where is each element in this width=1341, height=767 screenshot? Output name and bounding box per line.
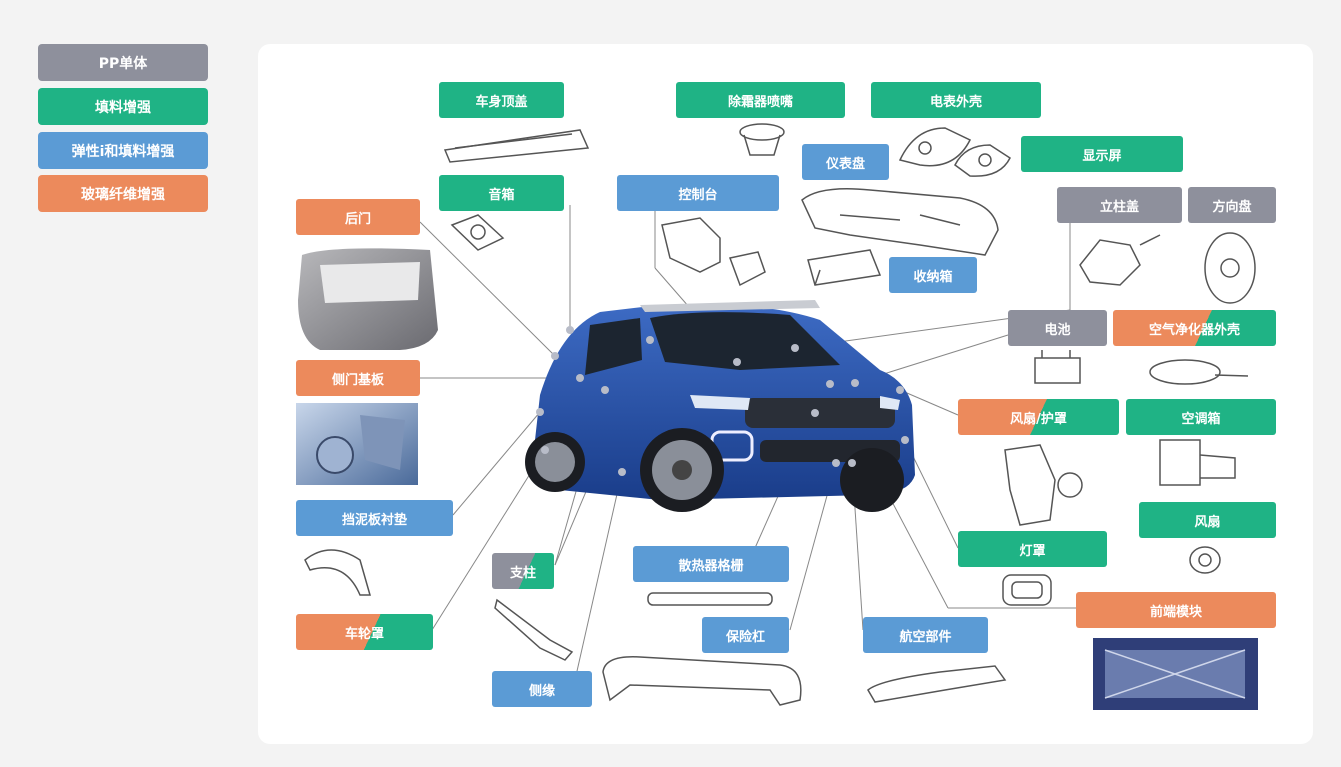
label-fan: 风扇 <box>1139 502 1276 538</box>
label-front-module: 前端模块 <box>1076 592 1276 628</box>
label-text: 电表外壳 <box>929 94 982 110</box>
label-ac-box: 空调箱 <box>1126 399 1276 435</box>
label-fan-shroud: 风扇/护罩 <box>958 399 1119 435</box>
label-aero: 航空部件 <box>863 617 988 653</box>
label-text: 保险杠 <box>725 629 765 645</box>
label-text: 空调箱 <box>1181 411 1221 427</box>
label-text: 仪表盘 <box>825 156 865 172</box>
label-storage: 收纳箱 <box>889 257 977 293</box>
label-text: 空气净化器外壳 <box>1148 322 1240 338</box>
label-text: 显示屏 <box>1082 148 1122 164</box>
label-text: 音箱 <box>488 187 515 203</box>
label-roof: 车身顶盖 <box>439 82 564 118</box>
legend-elastic: 弹性i和填料增强 <box>38 132 208 169</box>
legend-filler: 填料增强 <box>38 88 208 125</box>
label-text: 前端模块 <box>1149 604 1202 620</box>
label-pillar: 支柱 <box>492 553 554 589</box>
rear-door-photo <box>298 248 438 350</box>
label-pillar-cover: 立柱盖 <box>1057 187 1182 223</box>
label-mudguard: 挡泥板衬垫 <box>296 500 453 536</box>
label-lamp: 灯罩 <box>958 531 1107 567</box>
label-text: 风扇 <box>1194 514 1221 530</box>
legend-label: PP单体 <box>98 55 148 72</box>
label-rear-door: 后门 <box>296 199 420 235</box>
label-text: 风扇/护罩 <box>1010 411 1067 427</box>
label-text: 航空部件 <box>899 629 952 645</box>
label-text: 电池 <box>1044 322 1071 338</box>
legend-label: 弹性i和填料增强 <box>71 143 175 160</box>
label-steering: 方向盘 <box>1188 187 1276 223</box>
legend-label: 玻璃纤维增强 <box>81 186 165 203</box>
legend-pp: PP单体 <box>38 44 208 81</box>
label-speaker: 音箱 <box>439 175 564 211</box>
side-door-photo <box>296 403 418 485</box>
part-sketches <box>304 123 1256 706</box>
label-text: 灯罩 <box>1019 543 1046 559</box>
label-radiator-grille: 散热器格栅 <box>633 546 789 582</box>
label-text: 车身顶盖 <box>475 94 528 110</box>
label-text: 挡泥板衬垫 <box>341 512 407 528</box>
label-text: 后门 <box>344 211 371 227</box>
label-air-purifier: 空气净化器外壳 <box>1113 310 1276 346</box>
label-bumper: 保险杠 <box>702 617 789 653</box>
label-text: 方向盘 <box>1212 199 1252 215</box>
label-text: 收纳箱 <box>913 269 953 285</box>
label-defrost: 除霜器喷嘴 <box>676 82 845 118</box>
label-text: 立柱盖 <box>1099 199 1139 215</box>
label-text: 除霜器喷嘴 <box>727 94 793 110</box>
label-battery: 电池 <box>1008 310 1107 346</box>
label-side-trim: 侧缘 <box>492 671 592 707</box>
label-meter-housing: 电表外壳 <box>871 82 1041 118</box>
label-wheel-cover: 车轮罩 <box>296 614 433 650</box>
label-text: 控制台 <box>678 187 718 203</box>
legend-glass: 玻璃纤维增强 <box>38 175 208 212</box>
label-text: 车轮罩 <box>344 626 384 642</box>
car-illustration <box>525 300 915 512</box>
label-text: 支柱 <box>509 565 536 581</box>
label-dashboard: 仪表盘 <box>802 144 889 180</box>
label-display: 显示屏 <box>1021 136 1183 172</box>
label-text: 侧缘 <box>528 683 555 699</box>
label-side-door: 侧门基板 <box>296 360 420 396</box>
legend-label: 填料增强 <box>95 99 151 116</box>
label-text: 侧门基板 <box>331 372 384 388</box>
label-console: 控制台 <box>617 175 779 211</box>
front-module-photo <box>1093 638 1258 710</box>
label-text: 散热器格栅 <box>678 558 744 574</box>
